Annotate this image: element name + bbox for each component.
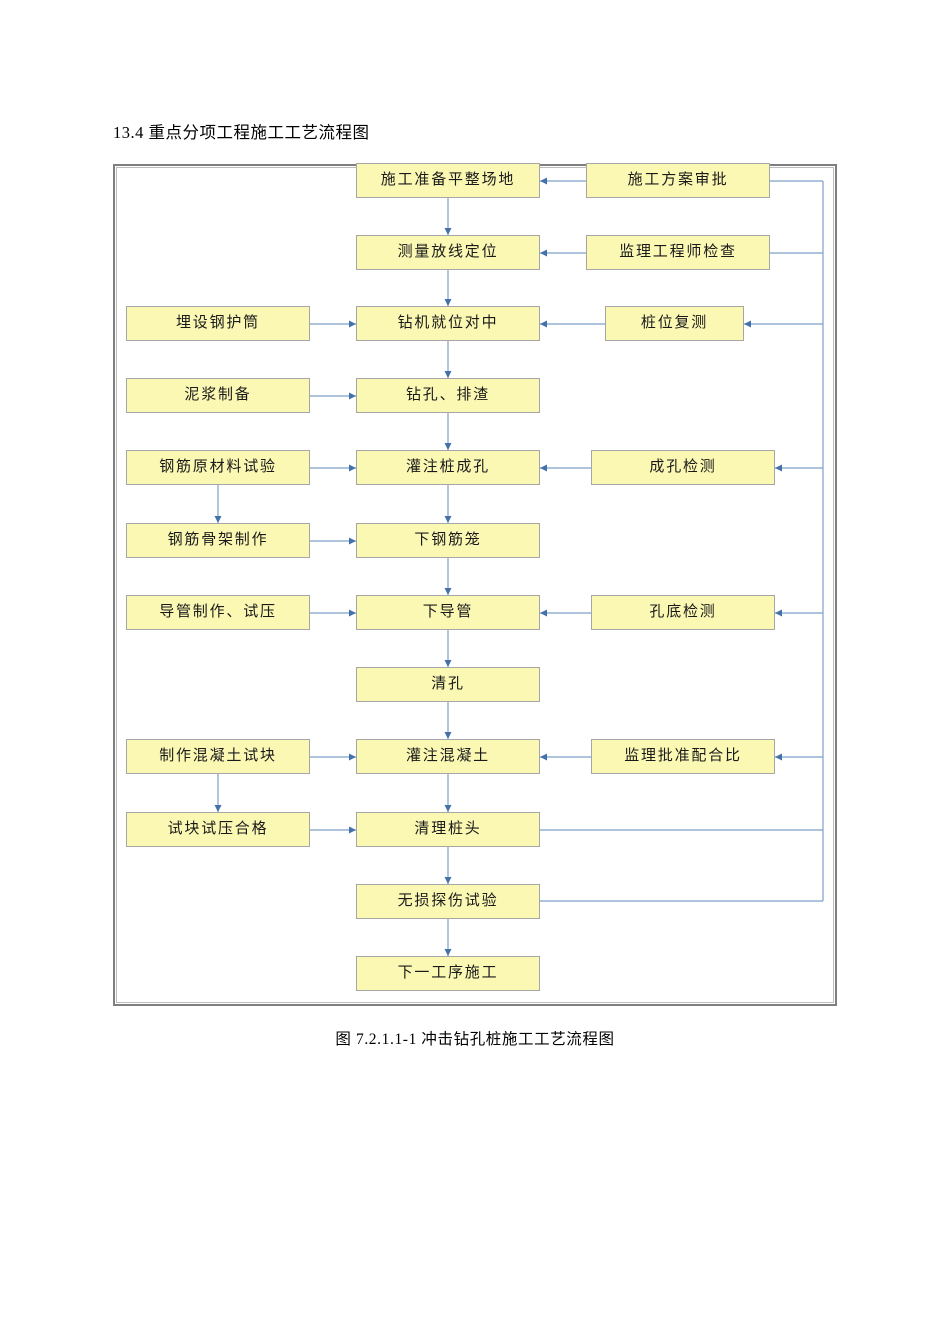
flow-node-n6[interactable]: 钻机就位对中 <box>356 306 540 341</box>
flow-node-n25[interactable]: 下一工序施工 <box>356 956 540 991</box>
flow-node-n18[interactable]: 清孔 <box>356 667 540 702</box>
flow-node-n5[interactable]: 埋设钢护筒 <box>126 306 310 341</box>
flow-node-n22[interactable]: 试块试压合格 <box>126 812 310 847</box>
figure-frame <box>113 164 837 1006</box>
flow-node-n13[interactable]: 钢筋骨架制作 <box>126 523 310 558</box>
flow-node-n24[interactable]: 无损探伤试验 <box>356 884 540 919</box>
flow-node-n12[interactable]: 成孔检测 <box>591 450 775 485</box>
flow-node-n15[interactable]: 导管制作、试压 <box>126 595 310 630</box>
flow-node-n9[interactable]: 钻孔、排渣 <box>356 378 540 413</box>
flow-node-n19[interactable]: 制作混凝土试块 <box>126 739 310 774</box>
flow-node-n1[interactable]: 施工准备平整场地 <box>356 163 540 198</box>
section-heading: 13.4 重点分项工程施工工艺流程图 <box>113 123 370 142</box>
flow-node-n3[interactable]: 测量放线定位 <box>356 235 540 270</box>
flow-node-n11[interactable]: 灌注桩成孔 <box>356 450 540 485</box>
flow-node-n4[interactable]: 监理工程师检查 <box>586 235 770 270</box>
flow-node-n16[interactable]: 下导管 <box>356 595 540 630</box>
flow-node-n2[interactable]: 施工方案审批 <box>586 163 770 198</box>
flow-node-n7[interactable]: 桩位复测 <box>605 306 744 341</box>
flow-node-n8[interactable]: 泥浆制备 <box>126 378 310 413</box>
flow-node-n14[interactable]: 下钢筋笼 <box>356 523 540 558</box>
flow-node-n10[interactable]: 钢筋原材料试验 <box>126 450 310 485</box>
flow-node-n17[interactable]: 孔底检测 <box>591 595 775 630</box>
flow-node-n23[interactable]: 清理桩头 <box>356 812 540 847</box>
figure-caption: 图 7.2.1.1-1 冲击钻孔桩施工工艺流程图 <box>335 1031 615 1048</box>
flow-node-n20[interactable]: 灌注混凝土 <box>356 739 540 774</box>
flow-node-n21[interactable]: 监理批准配合比 <box>591 739 775 774</box>
